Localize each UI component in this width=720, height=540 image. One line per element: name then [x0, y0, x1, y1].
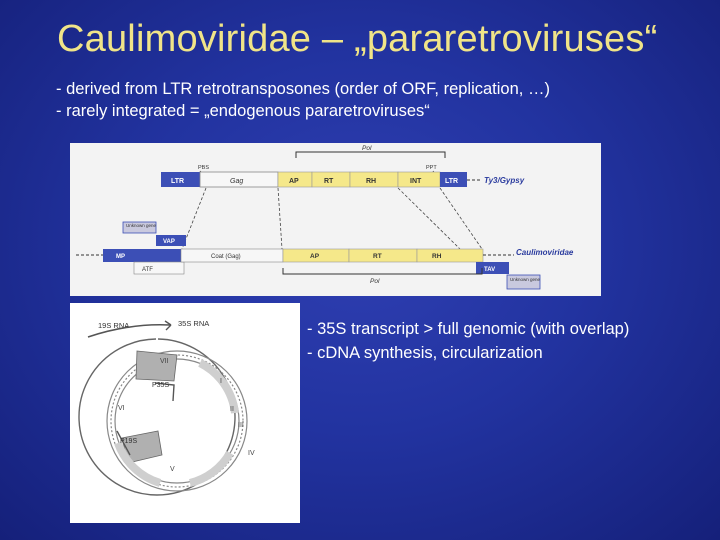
- int-label: INT: [410, 178, 422, 185]
- orf-i-label: I: [220, 378, 222, 385]
- tav-box: [476, 262, 509, 274]
- mp-box: [103, 249, 181, 262]
- unknown-gene-right-box: [506, 274, 541, 290]
- ltr-right-box: [440, 172, 467, 187]
- atf-box: [133, 261, 185, 275]
- orf-iv-label: IV: [248, 450, 255, 457]
- orf-vii-label: VII: [160, 358, 169, 365]
- bottom-rh-box: [416, 248, 484, 263]
- ltr-right-label: LTR: [445, 178, 458, 185]
- tav-label: TAV: [484, 267, 495, 273]
- mp-label: MP: [116, 254, 125, 260]
- atf-label: ATF: [142, 267, 153, 273]
- orf-v-label: V: [170, 466, 175, 473]
- vap-label: VAP: [163, 239, 175, 245]
- orf-ii-label: II: [230, 406, 234, 413]
- coat-label: Coat (Gag): [211, 254, 241, 260]
- caulimoviridae-label: Caulimoviridae: [516, 248, 574, 257]
- bullet-integrated: - rarely integrated = „endogenous parare…: [56, 102, 430, 120]
- circular-genome-map: 19S RNA 35S RNA P35S P19S I II III IV V …: [70, 303, 300, 523]
- bottom-rt-box: [348, 248, 418, 263]
- bullet-derived: - derived from LTR retrotransposones (or…: [56, 80, 550, 98]
- orf-iii-label: III: [238, 422, 244, 429]
- bullet-35s-transcript: - 35S transcript > full genomic (with ov…: [307, 320, 630, 338]
- vap-box: [156, 235, 186, 246]
- top-ap-label: AP: [289, 178, 299, 185]
- unknown-gene-left-label: Unknown gene: [126, 223, 157, 228]
- bottom-rh-label: RH: [432, 253, 442, 260]
- p19s-label: P19S: [120, 438, 137, 445]
- ty3-gypsy-label: Ty3/Gypsy: [484, 176, 525, 185]
- bottom-ap-label: AP: [310, 253, 320, 260]
- rna-35s-label: 35S RNA: [178, 319, 209, 328]
- bottom-rt-label: RT: [373, 253, 382, 260]
- unknown-gene-left-box: [122, 221, 157, 234]
- ltr-left-label: LTR: [171, 178, 184, 185]
- genome-comparison-diagram: Pol PBS PPT LTR Gag AP RT RH INT LTR Ty3…: [70, 143, 601, 296]
- unknown-gene-right-label: Unknown gene: [510, 277, 541, 282]
- bottom-pol-label: Pol: [370, 278, 380, 285]
- top-rt-label: RT: [324, 178, 334, 185]
- top-rh-label: RH: [366, 178, 376, 185]
- pbs-label: PBS: [198, 165, 209, 171]
- ltr-left-box: [161, 172, 200, 187]
- p35s-label: P35S: [152, 382, 169, 389]
- ppt-label: PPT: [426, 165, 437, 171]
- top-pol-label: Pol: [362, 145, 372, 152]
- orf-vi-label: VI: [118, 405, 125, 412]
- gag-label: Gag: [230, 178, 243, 185]
- bullet-cdna-synthesis: - cDNA synthesis, circularization: [307, 344, 543, 362]
- slide-title: Caulimoviridae – „pararetroviruses“: [57, 18, 658, 60]
- rna-19s-label: 19S RNA: [98, 321, 129, 330]
